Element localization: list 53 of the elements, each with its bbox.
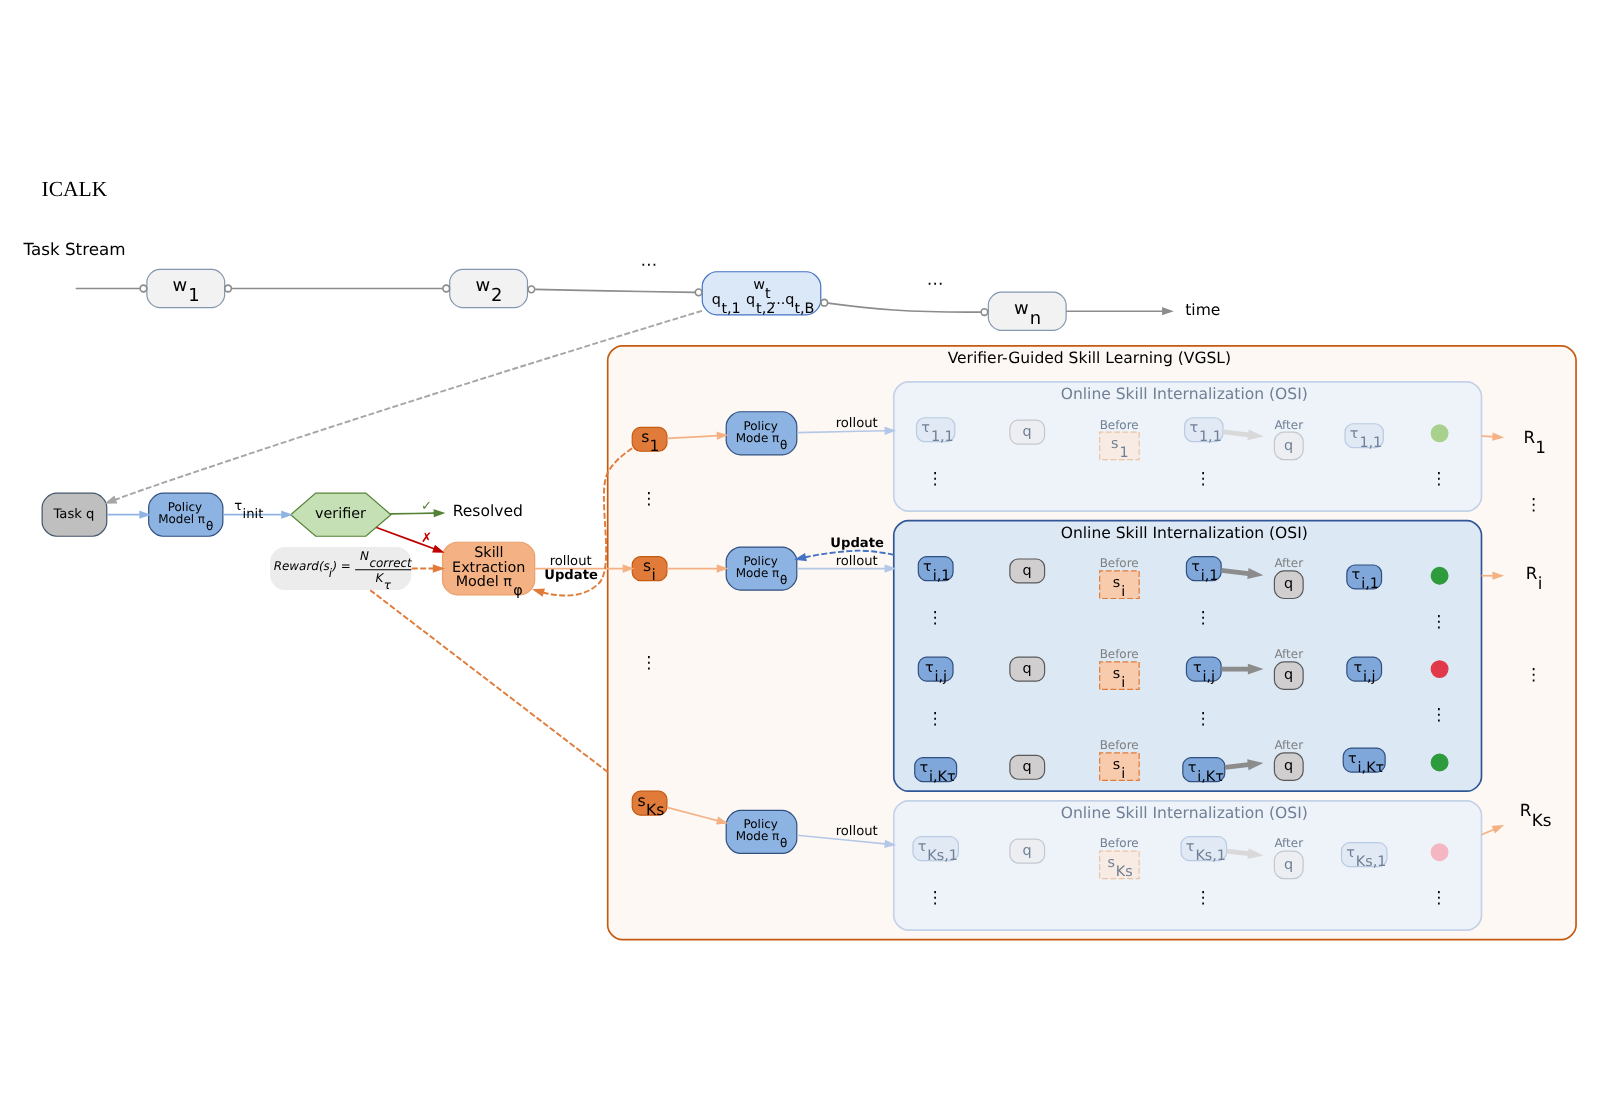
arrow <box>796 834 897 848</box>
arrow <box>532 447 634 597</box>
arrow <box>104 309 704 504</box>
label: ⋮ <box>640 487 658 508</box>
connector <box>369 589 609 773</box>
label: ⋮ <box>926 468 944 489</box>
arrow <box>1223 429 1264 441</box>
arrow <box>796 564 897 573</box>
label: ⋮ <box>1194 607 1212 628</box>
arrow <box>1226 848 1264 860</box>
arrow <box>1065 307 1174 316</box>
label: ⋮ <box>1430 468 1448 489</box>
arrow <box>410 564 446 573</box>
node-circle <box>1430 566 1449 585</box>
connector <box>74 287 141 290</box>
arrow <box>1221 663 1264 675</box>
arrow <box>796 426 897 435</box>
label: ⋮ <box>1430 704 1448 725</box>
label: ⋮ <box>1525 663 1542 684</box>
arrow <box>1224 759 1264 771</box>
label: ⋮ <box>1194 468 1212 489</box>
label: ⋮ <box>1194 707 1212 728</box>
arrow <box>666 806 729 825</box>
connector <box>223 284 451 293</box>
arrow <box>389 509 446 518</box>
label: ⋮ <box>926 887 944 908</box>
arrow <box>666 564 729 573</box>
label: ICALK <box>41 177 108 202</box>
arrow <box>533 564 635 573</box>
label: ⋮ <box>926 707 944 728</box>
arrow <box>1221 568 1264 579</box>
label: ⋯ <box>926 273 944 294</box>
label: ⋮ <box>1194 887 1212 908</box>
node-circle <box>1430 843 1449 862</box>
arrow <box>375 526 445 553</box>
arrow <box>106 510 152 519</box>
label: ⋮ <box>926 607 944 628</box>
label: ⋮ <box>640 651 658 672</box>
node-circle <box>1430 753 1449 772</box>
arrow <box>1480 825 1505 836</box>
label: Task Stream <box>23 238 126 259</box>
connector <box>527 285 703 297</box>
arrow <box>666 431 729 440</box>
arrow <box>1480 571 1505 580</box>
node-circle <box>1430 424 1449 443</box>
label: ⋮ <box>1525 493 1542 514</box>
connector <box>820 298 989 317</box>
label: ⋯ <box>640 254 658 275</box>
arrow <box>222 510 293 519</box>
arrow <box>794 549 895 562</box>
label: ⋮ <box>1430 610 1448 631</box>
node-circle <box>1430 660 1449 679</box>
label: ⋮ <box>1430 887 1448 908</box>
